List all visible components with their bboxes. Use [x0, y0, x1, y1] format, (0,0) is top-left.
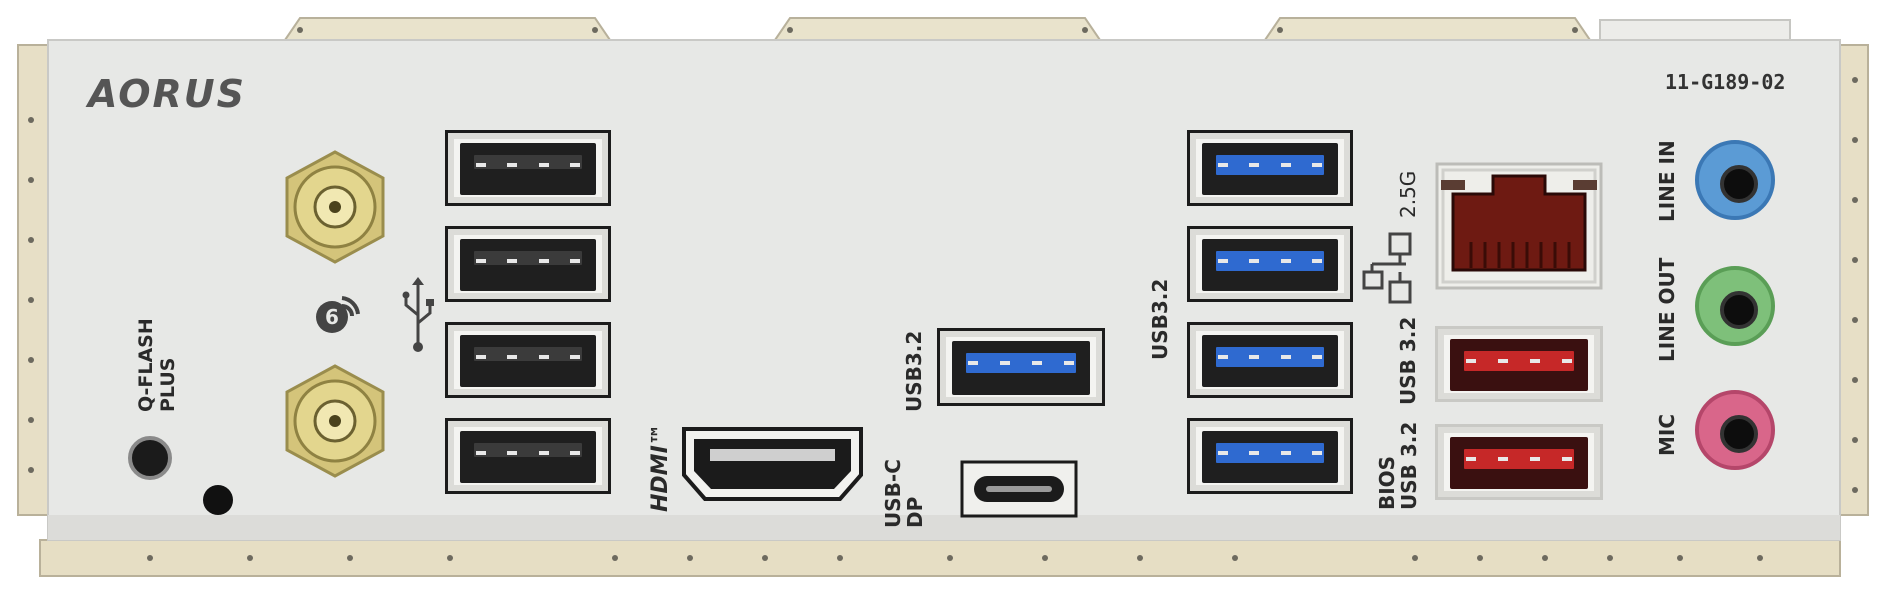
usb2-port-1[interactable] [445, 130, 611, 206]
usbc-port[interactable] [960, 460, 1078, 518]
usb32-port-1[interactable] [1187, 130, 1353, 206]
hdmi-port[interactable] [680, 425, 865, 505]
brand-logo: AORUS [88, 72, 247, 116]
usb32-port-center[interactable] [937, 328, 1105, 406]
usbc-dp-label: USB-C DP [881, 459, 927, 528]
mic-jack[interactable] [1695, 390, 1775, 470]
line-in-jack[interactable] [1695, 140, 1775, 220]
usb32-port-2[interactable] [1187, 226, 1353, 302]
mic-label: MIC [1655, 413, 1679, 456]
usb32-port-4[interactable] [1187, 418, 1353, 494]
wifi-6-icon: 6 [316, 296, 360, 333]
usb32-red-label: USB 3.2 [1396, 316, 1420, 405]
bios-usb32-port[interactable] [1435, 424, 1603, 500]
usb32-port-3[interactable] [1187, 322, 1353, 398]
svg-text:6: 6 [325, 305, 339, 329]
part-number: 11-G189-02 [1665, 70, 1786, 94]
usb2-port-2[interactable] [445, 226, 611, 302]
qflash-led [203, 485, 233, 515]
antenna-connector-top[interactable] [275, 148, 395, 268]
usb32-red-port[interactable] [1435, 326, 1603, 402]
qflash-button[interactable] [128, 436, 172, 480]
usb-trident-icon [402, 277, 434, 352]
hdmi-label: HDMI™ [648, 423, 673, 512]
line-out-jack[interactable] [1695, 266, 1775, 346]
usb2-port-3[interactable] [445, 322, 611, 398]
antenna-connector-bottom[interactable] [275, 362, 395, 482]
bios-usb32-label: BIOS USB 3.2 [1375, 421, 1421, 510]
qflash-label: Q-FLASH PLUS [135, 318, 179, 412]
lan-speed-label: 2.5G [1396, 170, 1420, 218]
line-out-label: LINE OUT [1655, 257, 1679, 362]
usb2-port-4[interactable] [445, 418, 611, 494]
line-in-label: LINE IN [1655, 140, 1679, 222]
usb32-center-label: USB3.2 [902, 330, 926, 412]
network-icon [1362, 232, 1412, 304]
rj45-lan-port[interactable] [1435, 162, 1603, 290]
usb32-right-label: USB3.2 [1148, 278, 1172, 360]
